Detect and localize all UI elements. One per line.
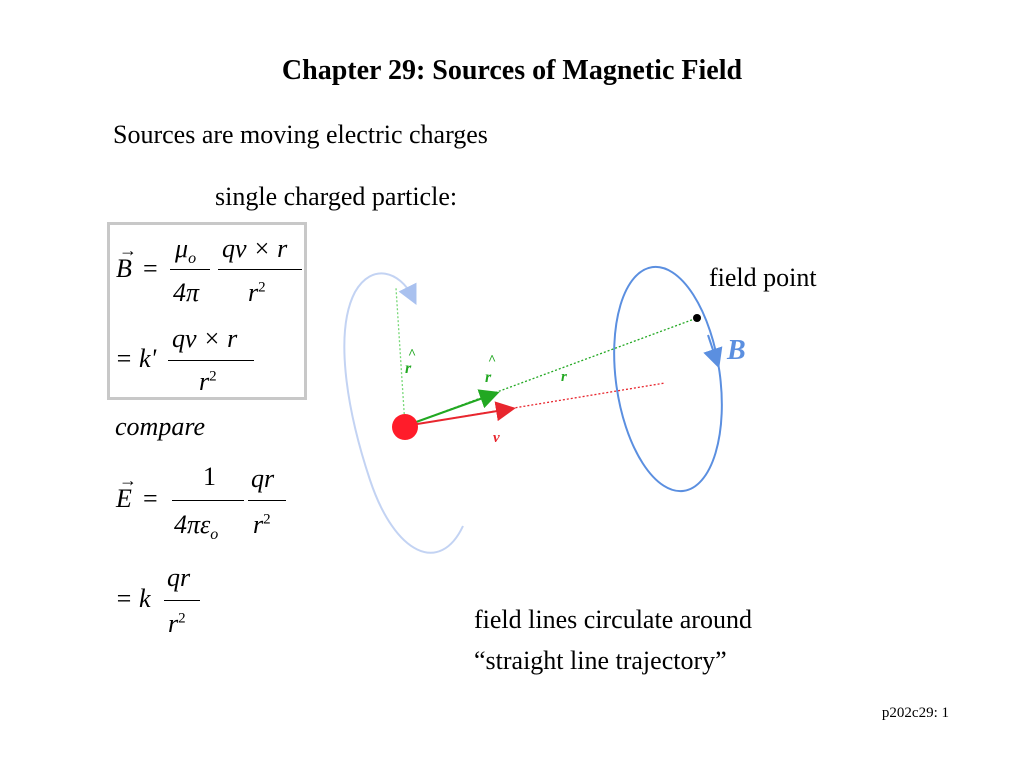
v-arrow xyxy=(404,401,516,427)
r-squared: r2 xyxy=(199,367,217,396)
b-label: B xyxy=(727,335,746,366)
subheading: single charged particle: xyxy=(215,182,458,211)
slide-footer: p202c29: 1 xyxy=(881,705,949,721)
rhat-label: r xyxy=(485,369,492,386)
r-squared: r2 xyxy=(248,278,266,307)
e-vector-symbol: → E xyxy=(116,470,137,513)
rhat-hat-glyph: ^ xyxy=(408,347,417,362)
rhat-hat-glyph: ^ xyxy=(488,353,497,368)
charged-particle xyxy=(392,414,418,440)
mu-symbol: μo xyxy=(175,234,197,268)
rhat-dotted-near xyxy=(395,287,406,427)
four-pi: 4π xyxy=(173,278,200,307)
k-symbol: = k xyxy=(115,584,151,613)
fraction-bar xyxy=(170,269,210,270)
four-pi-epsilon: 4πεo xyxy=(174,510,219,544)
compare-label: compare xyxy=(115,412,206,441)
vector-arrow-icon: → xyxy=(119,470,137,490)
rhat-label-near: r xyxy=(405,360,412,377)
rhat-arrow xyxy=(404,389,500,427)
field-loop-near xyxy=(343,272,464,554)
b-equals: = xyxy=(143,254,158,283)
qv-cross-rhat: qv × r xyxy=(172,324,238,353)
field-loop-far xyxy=(613,265,723,493)
caption-line-2: “straight line trajectory” xyxy=(474,646,727,675)
page-title: Chapter 29: Sources of Magnetic Field xyxy=(281,55,743,86)
fraction-bar xyxy=(164,600,200,601)
e-equals: = xyxy=(143,484,158,513)
r-label: r xyxy=(561,369,567,385)
field-point-label: field point xyxy=(709,263,817,292)
b-formula-box xyxy=(107,222,307,400)
q-rhat: qr xyxy=(167,563,191,592)
v-label: v xyxy=(493,430,500,446)
fraction-bar xyxy=(172,500,244,501)
caption-line-1: field lines circulate around xyxy=(474,605,752,634)
r-squared: r2 xyxy=(168,609,186,638)
b-vector-symbol: → B xyxy=(116,240,137,283)
numerator-one: 1 xyxy=(203,462,216,491)
q-rhat: qr xyxy=(251,464,275,493)
k-prime: = k' xyxy=(115,344,157,373)
subtitle: Sources are moving electric charges xyxy=(113,120,488,149)
fraction-bar xyxy=(248,500,286,501)
b-direction-arrow xyxy=(703,334,723,369)
fraction-bar xyxy=(168,360,254,361)
field-point-dot xyxy=(693,314,701,322)
fraction-bar xyxy=(218,269,302,270)
vector-arrow-icon: → xyxy=(119,240,137,260)
r-squared: r2 xyxy=(253,510,271,539)
qv-cross-rhat: qv × r xyxy=(222,234,288,263)
